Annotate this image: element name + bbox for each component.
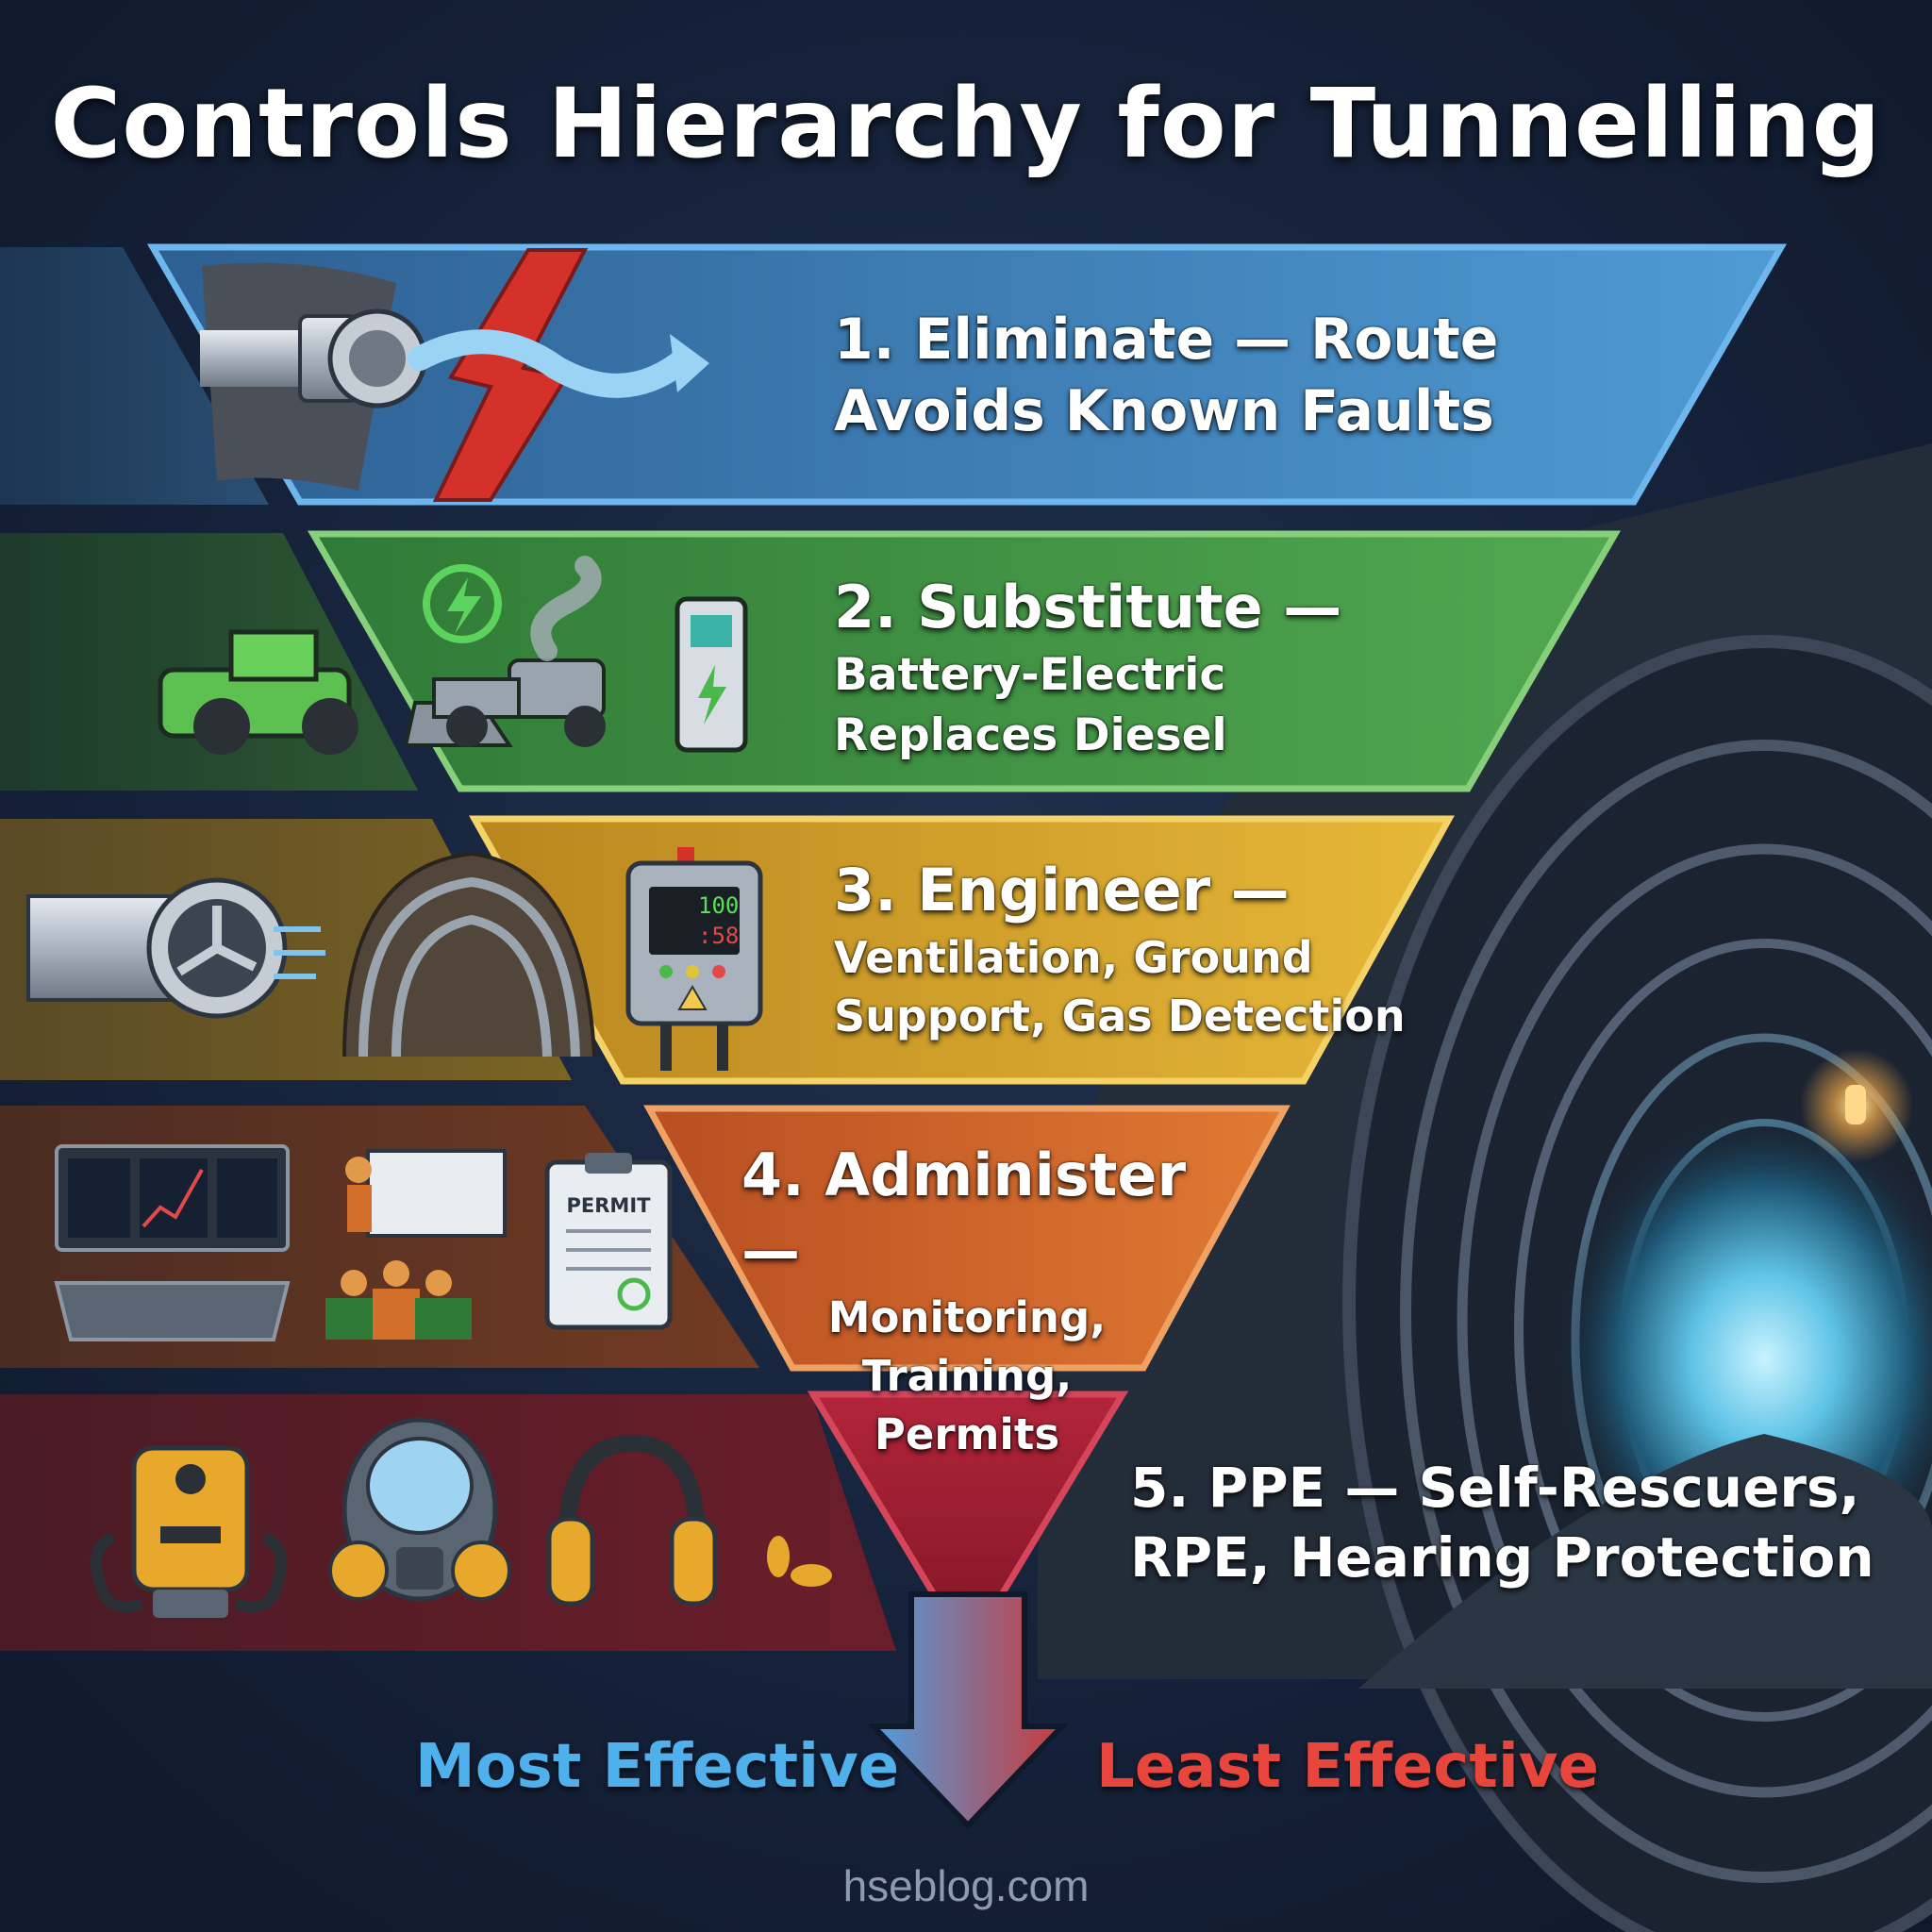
level-1-subtitle: Avoids Known Faults	[834, 378, 1494, 444]
most-effective-label: Most Effective	[415, 1732, 900, 1802]
level-5-heading: 5. PPE — Self-Rescuers,	[1130, 1456, 1860, 1520]
permit-clipboard-icon: PERMIT	[544, 1153, 673, 1330]
level-2-label: 2. Substitute — Battery-Electric Replace…	[834, 570, 1438, 766]
training-icon	[325, 1149, 507, 1340]
page-title: Controls Hierarchy for Tunnelling	[50, 68, 1882, 180]
respirator-mask-icon	[328, 1417, 511, 1602]
level-5-segment	[807, 1391, 1129, 1657]
ground-support-arch-icon	[342, 851, 596, 1058]
level-3-subtitle-line-2: Support, Gas Detection	[834, 991, 1406, 1041]
effectiveness-arrow	[867, 1591, 1069, 1830]
gas-reading-2: :58	[698, 923, 739, 949]
tunnel-boring-machine-icon	[200, 248, 709, 502]
tunnel-scene	[1037, 443, 1932, 1932]
level-1-heading: 1. Eliminate — Route	[834, 307, 1499, 373]
level-5-subtitle: RPE, Hearing Protection	[1130, 1525, 1874, 1590]
level-4-segment	[643, 1105, 1291, 1372]
level-4-heading: 4. Administer —	[741, 1141, 1187, 1285]
level-4-subtitle-line-1: Monitoring, Training,	[827, 1292, 1107, 1401]
level-3-heading: 3. Engineer —	[834, 856, 1290, 924]
level-5-label: 5. PPE — Self-Rescuers, RPE, Hearing Pro…	[1130, 1453, 1904, 1592]
least-effective-label: Least Effective	[1096, 1732, 1599, 1802]
electric-vehicle-icon	[158, 556, 748, 755]
level-2-subtitle-line-2: Replaces Diesel	[834, 709, 1227, 761]
self-rescuer-icon	[91, 1445, 287, 1618]
level-4-subtitle-line-2: Permits	[874, 1409, 1060, 1459]
level-1-label: 1. Eliminate — Route Avoids Known Faults	[834, 304, 1551, 447]
ventilation-fan-icon	[26, 877, 325, 1019]
hearing-protection-icon	[546, 1434, 832, 1607]
control-room-icon	[54, 1144, 291, 1341]
level-2-subtitle-line-1: Battery-Electric	[834, 649, 1226, 701]
level-2-segment	[307, 530, 1622, 792]
level-4-label: 4. Administer — Monitoring, Training, Pe…	[717, 1138, 1217, 1464]
level-3-subtitle-line-1: Ventilation, Ground	[834, 932, 1313, 983]
gas-detector-icon: 100 :58	[625, 847, 763, 1071]
pyramid	[146, 243, 1788, 1657]
gas-reading-1: 100	[698, 892, 739, 919]
level-3-label: 3. Engineer — Ventilation, Ground Suppor…	[834, 853, 1419, 1045]
website-credit: hseblog.com	[842, 1861, 1090, 1910]
level-2-heading: 2. Substitute —	[834, 573, 1342, 641]
permit-label: PERMIT	[567, 1194, 652, 1217]
